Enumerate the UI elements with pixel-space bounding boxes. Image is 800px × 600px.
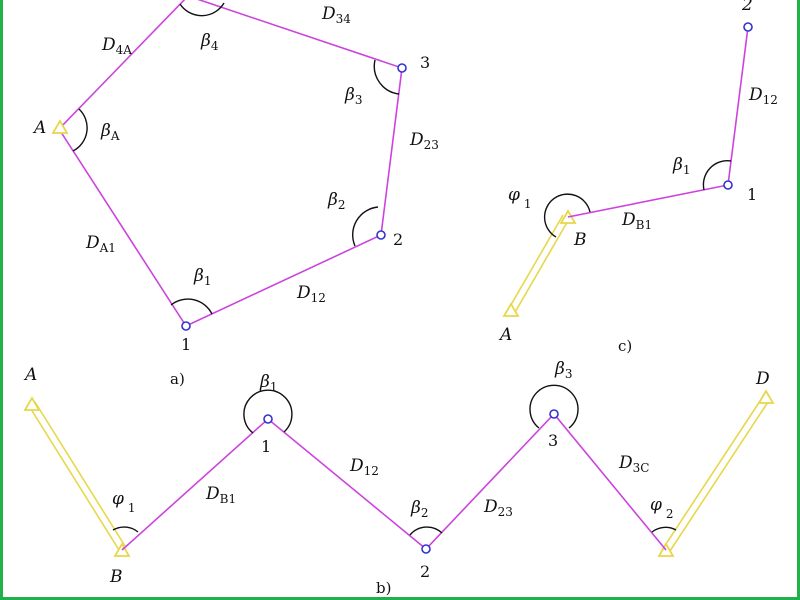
angle-arc-b4 (179, 2, 225, 17)
label-a-bA: βA (100, 121, 120, 143)
label-b-D12: D12 (349, 456, 379, 478)
label-b-b3: β3 (554, 359, 572, 381)
caption-b: b) (376, 579, 391, 597)
label-c-1: 1 (747, 185, 757, 204)
label-a-1: 1 (181, 335, 191, 354)
angle-arc-b-b1 (243, 389, 293, 434)
label-c-DB1: DB1 (621, 210, 652, 232)
known-side-b-AB-line-1 (28, 405, 120, 551)
label-a-b1: β1 (193, 266, 211, 288)
known-side-b-CD-line-1 (661, 397, 763, 551)
label-a-2: 2 (393, 230, 403, 249)
label-a-D4A: D4A (101, 35, 132, 57)
station-a-marker (51, 119, 69, 134)
label-a-D34: D34 (321, 4, 351, 26)
known-side-AB-line-1 (507, 214, 564, 311)
angle-arc-b1 (170, 298, 213, 315)
label-a-b2: β2 (327, 190, 345, 212)
label-c-D12: D12 (748, 85, 778, 107)
label-b-1: 1 (261, 437, 271, 456)
station-b-A-marker (23, 396, 41, 411)
open-traverse-c (567, 26, 749, 218)
label-a-D23: D23 (409, 130, 439, 152)
angle-arc-c-b1 (702, 160, 732, 191)
closed-traverse-polygon (57, 0, 403, 328)
label-a-A: A (32, 118, 46, 138)
point-b3-marker (549, 409, 559, 419)
label-b-D: D (755, 369, 770, 389)
point-a1-marker (181, 321, 191, 331)
label-c-A: A (498, 325, 512, 345)
point-b1-marker (263, 414, 273, 424)
angle-arc-b-b2 (409, 526, 443, 536)
label-a-b4: β4 (200, 31, 219, 53)
angle-arc-c-phi1 (543, 193, 591, 238)
caption-a: a) (170, 370, 185, 388)
label-c-B: B (573, 230, 587, 250)
label-a-3: 3 (420, 53, 430, 72)
station-c-A-marker (502, 302, 520, 317)
label-a-b3: β3 (344, 85, 362, 107)
label-a-D12: D12 (296, 283, 326, 305)
label-a-DA1: DA1 (85, 233, 116, 255)
known-side-b-AB-line-2 (34, 401, 126, 547)
angle-arc-bA (72, 108, 88, 152)
angle-arc-b-phi1 (112, 526, 139, 533)
angle-arc-b-b3 (529, 384, 579, 429)
station-b-D-marker (757, 389, 775, 404)
label-b-D23: D23 (483, 497, 513, 519)
point-a3-marker (397, 63, 407, 73)
label-b-DB1: DB1 (205, 484, 236, 506)
label-b-b2: β2 (410, 498, 428, 520)
point-b2-marker (421, 544, 431, 554)
point-c2-marker (743, 22, 753, 32)
diagram-a: A 3 2 1 D4A D34 D23 D12 DA1 β4 β3 βA β2 … (32, 0, 439, 388)
label-b-b1: β1 (259, 372, 277, 394)
label-b-2: 2 (420, 562, 430, 581)
label-c-b1: β1 (672, 155, 690, 177)
point-a2-marker (376, 230, 386, 240)
label-b-A: A (23, 365, 37, 385)
point-c1-marker (723, 180, 733, 190)
known-side-b-CD-line-2 (667, 401, 769, 555)
label-b-D3C: D3C (618, 453, 649, 475)
label-b-B: B (109, 567, 123, 587)
label-b-3: 3 (548, 431, 558, 450)
label-c-2: 2 (741, 0, 753, 15)
angle-arc-b2 (352, 206, 379, 247)
angle-arc-b3 (373, 59, 400, 95)
connecting-traverse-b (121, 412, 667, 551)
angle-arc-b-phi2 (651, 526, 677, 533)
caption-c: c) (618, 337, 632, 355)
known-side-AB-line-2 (513, 218, 570, 315)
